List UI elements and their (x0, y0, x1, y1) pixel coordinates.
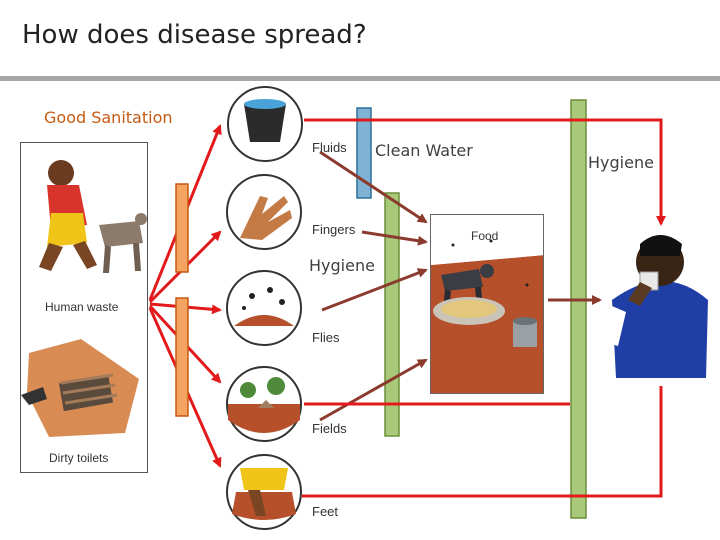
route-circle-fields (226, 366, 302, 442)
route-circle-fluids (227, 86, 303, 162)
arrow-fluids-to-food (319, 150, 428, 224)
sanitation-barrier-upper (175, 183, 189, 273)
dirty-toilets-label: Dirty toilets (49, 451, 109, 465)
path-fluids-to-person (304, 118, 666, 226)
path-feet-to-person (302, 386, 663, 498)
title-divider (0, 76, 720, 81)
good-sanitation-label: Good Sanitation (44, 108, 173, 127)
dirty-toilet-illustration (21, 339, 139, 437)
clean-water-label: Clean Water (375, 141, 473, 160)
food-panel: Food (430, 214, 544, 394)
route-label-flies: Flies (312, 330, 340, 345)
food-plate-illustration (433, 297, 505, 325)
arrow-fields-to-food (319, 358, 428, 422)
route-label-feet: Feet (312, 504, 339, 519)
hygiene-barrier-right (570, 99, 587, 519)
route-circle-fingers (226, 174, 302, 250)
routes-to-food-arrows (319, 150, 602, 422)
dog-illustration (99, 213, 147, 273)
slide-title: How does disease spread? (22, 20, 367, 50)
route-label-fields: Fields (312, 421, 347, 436)
arrow-fingers-to-food (361, 230, 428, 246)
food-illustration (431, 215, 543, 393)
human-waste-label: Human waste (45, 300, 119, 314)
route-circle-feet (226, 454, 302, 530)
source-illustration (21, 160, 147, 437)
hygiene-right-label: Hygiene (588, 153, 654, 172)
disease-source-panel: Human waste Dirty toilets (20, 142, 148, 473)
route-label-fluids: Fluids (312, 140, 347, 155)
squatting-person-illustration (39, 160, 97, 271)
clean-water-barrier (356, 107, 372, 199)
sanitation-barrier-lower (175, 297, 189, 417)
direct-to-person-paths (302, 118, 666, 498)
route-label-fingers: Fingers (312, 222, 356, 237)
arrow-flies-to-food (321, 268, 428, 312)
hygiene-middle-label: Hygiene (309, 256, 375, 275)
cup-illustration (513, 317, 537, 347)
person-drinking-illustration (604, 235, 708, 378)
route-circle-flies (226, 270, 302, 346)
food-label: Food (471, 229, 499, 243)
hygiene-barrier-middle (384, 192, 400, 437)
